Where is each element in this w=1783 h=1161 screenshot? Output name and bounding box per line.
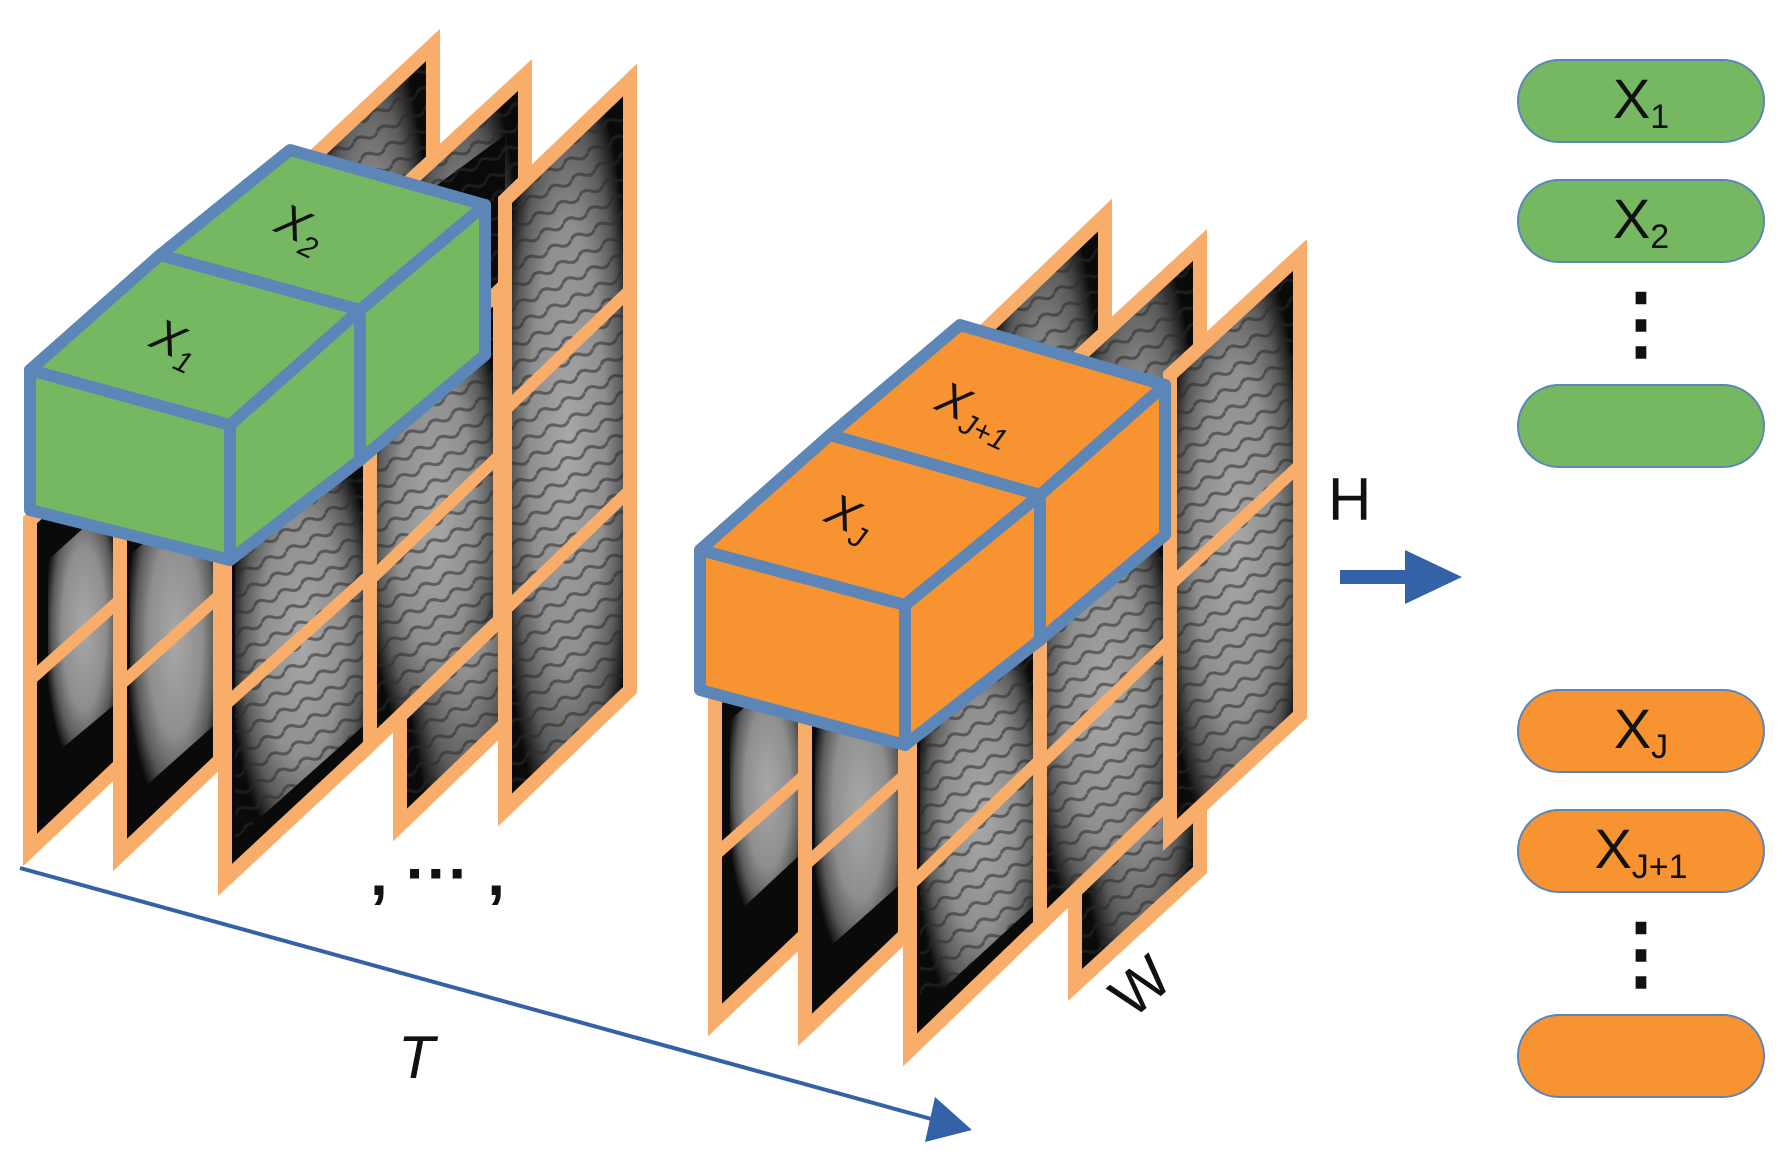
orange-token-1: XJ	[1517, 689, 1765, 773]
time-axis-label: T	[398, 1024, 439, 1091]
green-token-2-label: X2	[1613, 187, 1669, 256]
right-volume: XJ XJ+1	[694, 198, 1307, 1067]
orange-token-ellipsis: ⋮	[1601, 908, 1681, 997]
green-token-2: X2	[1517, 179, 1765, 263]
green-token-3	[1517, 384, 1765, 468]
output-arrow	[1340, 550, 1462, 604]
orange-token-1-label: XJ	[1614, 697, 1668, 766]
orange-cube-front	[694, 429, 1046, 751]
height-axis-label: H	[1328, 466, 1371, 533]
time-axis-arrow	[19, 866, 972, 1142]
green-token-1: X1	[1517, 59, 1765, 143]
left-volume: X1 X2	[23, 28, 637, 897]
ellipsis: , ··· ,	[370, 837, 505, 909]
orange-token-3	[1517, 1014, 1765, 1098]
orange-token-2: XJ+1	[1517, 809, 1765, 893]
green-cube-front	[24, 249, 366, 566]
orange-cube-back	[824, 319, 1171, 646]
green-token-ellipsis: ⋮	[1601, 278, 1681, 367]
green-token-1-label: X1	[1613, 67, 1669, 136]
orange-token-2-label: XJ+1	[1594, 817, 1687, 886]
